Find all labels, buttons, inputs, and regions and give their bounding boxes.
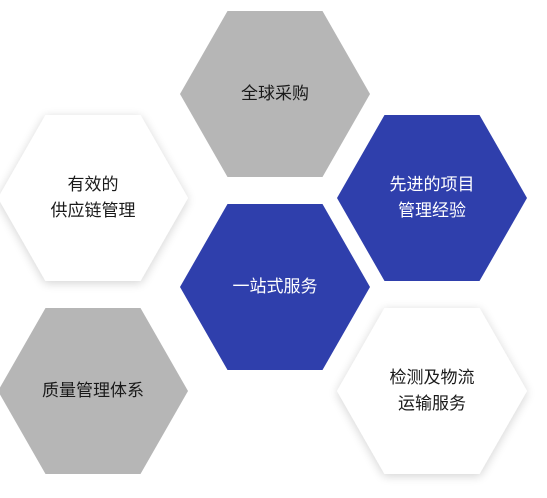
hexagon-shape — [337, 115, 527, 281]
hexagon-quality-system: 质量管理体系 — [0, 308, 188, 474]
hexagon-shape — [337, 308, 527, 474]
hexagon-one-stop-service: 一站式服务 — [180, 204, 370, 370]
hexagon-label-line: 一站式服务 — [233, 277, 318, 297]
hexagon-global-procurement: 全球采购 — [180, 11, 370, 177]
hexagon-label-line: 质量管理体系 — [42, 381, 144, 401]
hexagon-label-line: 全球采购 — [241, 84, 309, 104]
hexagon-shape — [180, 204, 370, 370]
hexagon-label-line: 有效的 — [68, 175, 119, 195]
hexagon-label-line: 先进的项目 — [390, 175, 475, 195]
hexagon-shape — [180, 11, 370, 177]
hexagon-shape — [0, 308, 188, 474]
hexagon-label-line: 运输服务 — [398, 394, 466, 414]
hexagon-label-line: 管理经验 — [398, 201, 466, 221]
hexagon-shape — [0, 115, 188, 281]
hexagon-label-line: 检测及物流 — [390, 368, 475, 388]
hexagon-label-line: 供应链管理 — [51, 201, 136, 221]
